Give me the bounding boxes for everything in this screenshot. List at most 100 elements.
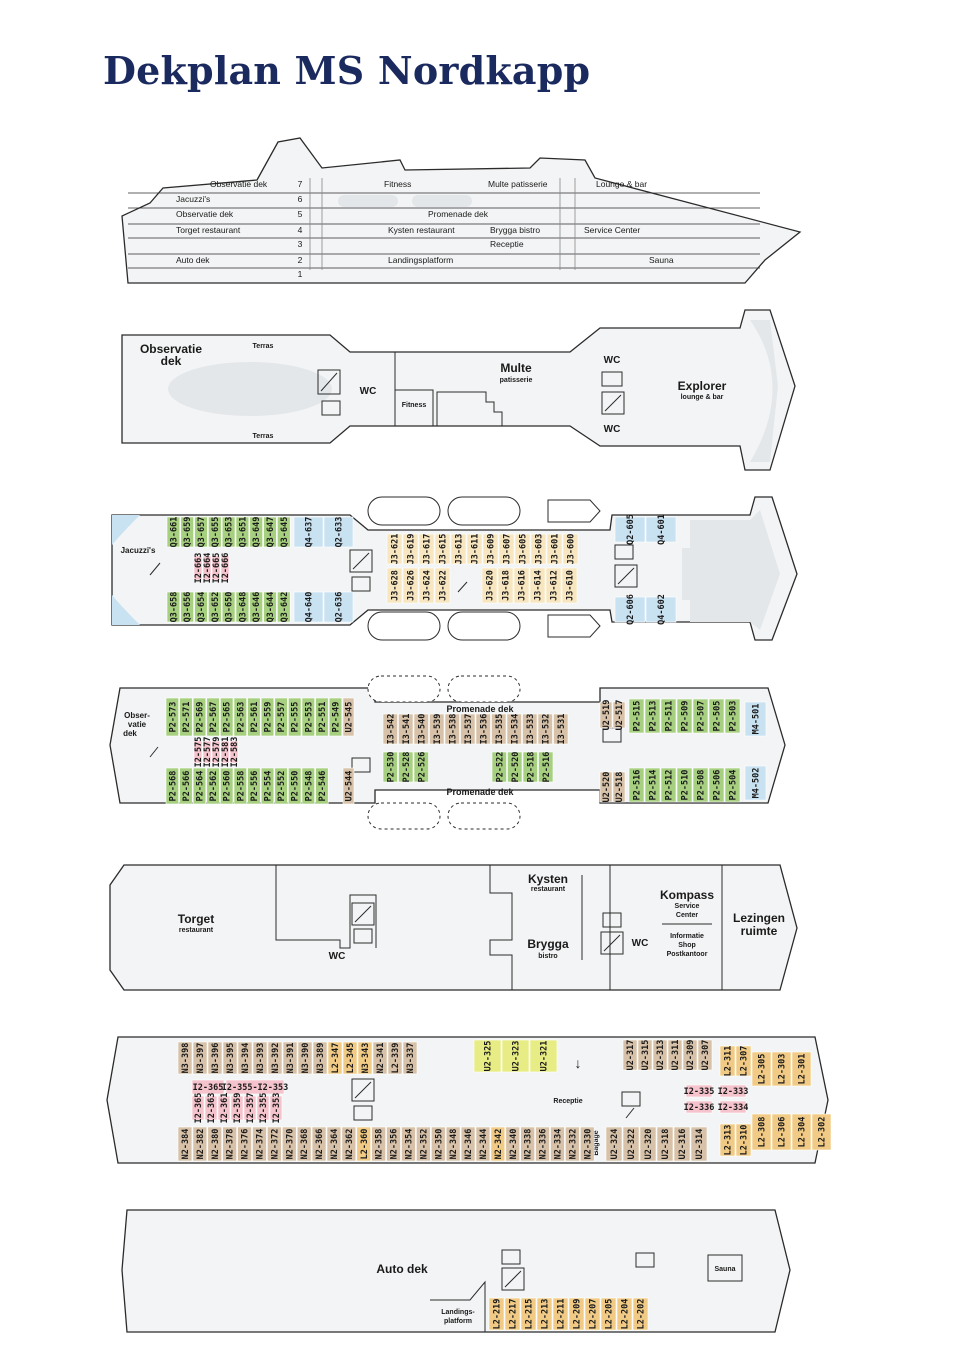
deck-7-plan: Observatie dek Terras Terras WC Fitness … (121, 309, 796, 471)
cabin: P2-528 (398, 752, 414, 782)
cabin-label: L2-209 (573, 1299, 583, 1330)
cabin-label: N2-378 (226, 1129, 236, 1160)
cabin: N2-340 (505, 1126, 520, 1162)
cabin: P2-515 (628, 698, 645, 734)
cabin: N2-372 (267, 1126, 282, 1162)
cabin: P2-560 (220, 767, 234, 805)
obs-label-1: Obser- (124, 711, 150, 720)
cabin: I2-575 (193, 737, 204, 767)
cabin: L2-310 (735, 1123, 752, 1157)
wc-label-fwd-bottom: WC (604, 424, 621, 435)
cabin-label: N3-337 (406, 1043, 416, 1074)
cabin: L2-202 (632, 1297, 649, 1331)
cabin-label: N3-396 (211, 1043, 221, 1074)
wc-label-fwd-top: WC (604, 355, 621, 366)
multe-sub: patisserie (500, 377, 533, 384)
cabin-label: U2-324 (610, 1129, 620, 1160)
cabin-label: I2-363 (207, 1093, 217, 1124)
cabin: L2-339 (387, 1041, 403, 1075)
cabin: N3-390 (297, 1041, 313, 1075)
cabin-label: J3-611 (471, 534, 481, 565)
cabin-label: P2-568 (168, 771, 178, 802)
cabin: P2-557 (274, 697, 288, 737)
profile-label: Torget restaurant (176, 225, 241, 235)
cabin: U2-519 (599, 700, 613, 730)
cabin-label: L2-205 (605, 1299, 615, 1330)
cabin-label: N2-330 (583, 1129, 593, 1160)
profile-label: Landingsplatform (388, 255, 453, 265)
cabin-label: U2-518 (615, 772, 625, 803)
cabin-label: I2-357 (246, 1093, 256, 1124)
cabin-label: I2-666 (221, 553, 231, 584)
cabin-label: N2-348 (449, 1129, 459, 1160)
cabin-label: J3-622 (439, 570, 449, 601)
cabin-label: P2-516 (542, 752, 552, 783)
cabin: N3-343 (357, 1041, 373, 1075)
cabin: P2-512 (660, 767, 677, 803)
cabin: U2-322 (622, 1126, 640, 1162)
cabin-label: J3-613 (455, 534, 465, 565)
cabin: I2-663 (193, 553, 204, 583)
wc-label-deck4-fwd: WC (632, 938, 649, 949)
cabin: I2-355-I2-353 (222, 1079, 288, 1095)
cabin-label: J3-621 (391, 534, 401, 565)
cabin: L2-304 (791, 1113, 812, 1151)
cabin: P2-522 (491, 752, 507, 782)
cabin: P2-509 (676, 698, 693, 734)
cabin: L2-311 (719, 1046, 736, 1076)
cabin-label: P2-514 (649, 770, 659, 801)
promenade-label-top: Promenade dek (446, 704, 514, 714)
cabin: Q2-606 (614, 594, 646, 625)
cabin-label: U2-520 (602, 772, 612, 803)
cabin: J3-612 (545, 567, 562, 604)
cabin-label: J3-610 (566, 570, 576, 601)
cabin-label: Q4-640 (305, 592, 315, 623)
cabin: N2-334 (550, 1126, 565, 1162)
cabin: U2-314 (690, 1126, 708, 1162)
cabin: I3-535 (491, 714, 507, 744)
stairs-icon-fwd (601, 391, 625, 415)
cabin-label: U2-318 (661, 1129, 671, 1160)
cabin-label: N2-342 (494, 1129, 504, 1160)
cabin-label: U2-320 (644, 1129, 654, 1160)
obs-label-3: dek (123, 729, 137, 738)
cabin: N2-356 (386, 1126, 401, 1162)
cabin: Q3-651 (235, 517, 250, 547)
cabin-label: N3-397 (196, 1043, 206, 1074)
cabin-label: L2-211 (557, 1299, 567, 1330)
profile-label: Promenade dek (428, 209, 489, 219)
cabin-label: N3-393 (256, 1043, 266, 1074)
cabin: J3-621 (386, 534, 403, 565)
cabin: J3-607 (498, 534, 515, 564)
terras-label-bottom: Terras (253, 433, 274, 440)
cabin-label: I3-538 (448, 714, 458, 745)
cabin-label: Q2-606 (626, 594, 636, 625)
cabin: N2-374 (252, 1126, 267, 1162)
profile-label: Jacuzzi's (176, 194, 210, 204)
cabin-label: P2-546 (318, 771, 328, 802)
cabin-label: P2-526 (417, 752, 427, 783)
cabin-label: Q3-657 (197, 517, 207, 548)
cabin: Q3-649 (249, 517, 263, 547)
cabin-label: P2-571 (182, 702, 192, 733)
cabin-label: I2-577 (203, 737, 213, 768)
cabin-label: P2-569 (196, 702, 206, 733)
cabin-label: J3-614 (534, 570, 544, 601)
cabin: U2-311 (667, 1040, 683, 1070)
cabin: L2-207 (584, 1297, 601, 1331)
cabin: P2-506 (708, 767, 725, 803)
profile-label: Fitness (384, 179, 411, 189)
cabin: J3-620 (481, 567, 498, 604)
cabin: J3-619 (402, 534, 419, 564)
cabin-label: I2-335 (684, 1087, 715, 1097)
cabin-label: N3-343 (361, 1043, 371, 1074)
cabin-label: U2-309 (686, 1040, 696, 1071)
cabin: P2-505 (708, 698, 725, 734)
cabin: N3-395 (222, 1041, 238, 1075)
cabin-label: I3-542 (386, 714, 396, 745)
cabin: Q2-636 (323, 592, 354, 622)
cabin-label: N2-344 (479, 1129, 489, 1160)
cabin-label: Q3-642 (280, 592, 290, 623)
cabin-label: P2-508 (697, 770, 707, 801)
cabin: P2-508 (692, 767, 709, 803)
